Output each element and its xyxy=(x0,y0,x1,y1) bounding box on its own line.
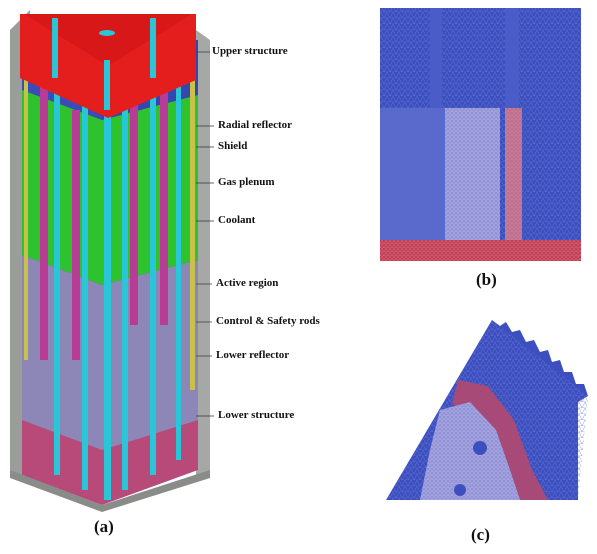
panel-c-mesh xyxy=(386,320,588,500)
mesh-c-hex-center xyxy=(473,441,487,455)
rod-magenta-4 xyxy=(160,85,168,325)
panel-c-caption: (c) xyxy=(471,525,490,544)
coolant-stripe-left xyxy=(24,60,28,360)
rod-magenta-3 xyxy=(130,95,138,325)
coolant-stripe xyxy=(190,60,195,390)
mesh-b-bottom-fine xyxy=(380,240,581,261)
top-cyan-c xyxy=(104,60,110,110)
top-cyan-a xyxy=(52,18,58,78)
rod-magenta-1 xyxy=(40,70,48,360)
rod-magenta-2 xyxy=(72,110,80,360)
rod-cyan-4 xyxy=(122,45,128,490)
mesh-b-column-1 xyxy=(430,8,442,108)
label-gas-plenum: Gas plenum xyxy=(218,176,275,188)
core-3d-model xyxy=(10,10,210,512)
label-active-region: Active region xyxy=(216,277,279,289)
bottom-taper xyxy=(10,470,210,512)
label-shield: Shield xyxy=(218,140,248,152)
outer-wall-right xyxy=(196,30,210,478)
mesh-b-active-fine xyxy=(445,108,500,240)
label-upper-structure: Upper structure xyxy=(212,45,288,57)
label-coolant: Coolant xyxy=(218,214,256,226)
mesh-c-hex-bottom xyxy=(454,484,466,496)
panel-b-mesh xyxy=(380,8,581,261)
rod-cyan-5 xyxy=(150,35,156,475)
label-lower-structure: Lower structure xyxy=(218,409,295,421)
rod-cyan-2 xyxy=(82,40,88,490)
rod-cyan-3 xyxy=(104,50,111,500)
mesh-c-active-fine xyxy=(420,402,520,500)
rod-cyan-1 xyxy=(54,35,60,475)
top-cyan-b xyxy=(150,18,156,78)
leader-lines xyxy=(196,51,214,417)
label-radial-reflector: Radial reflector xyxy=(218,119,293,131)
label-lower-reflector: Lower reflector xyxy=(216,349,290,361)
panel-a-caption: (a) xyxy=(94,517,114,536)
panel-b-caption: (b) xyxy=(476,270,497,289)
label-control-safety-rods: Control & Safety rods xyxy=(216,315,320,327)
mesh-b-rod-fine xyxy=(505,108,522,240)
rod-cyan-6 xyxy=(176,30,181,460)
top-center-hole xyxy=(99,30,115,36)
mesh-b-column-2 xyxy=(505,8,519,108)
